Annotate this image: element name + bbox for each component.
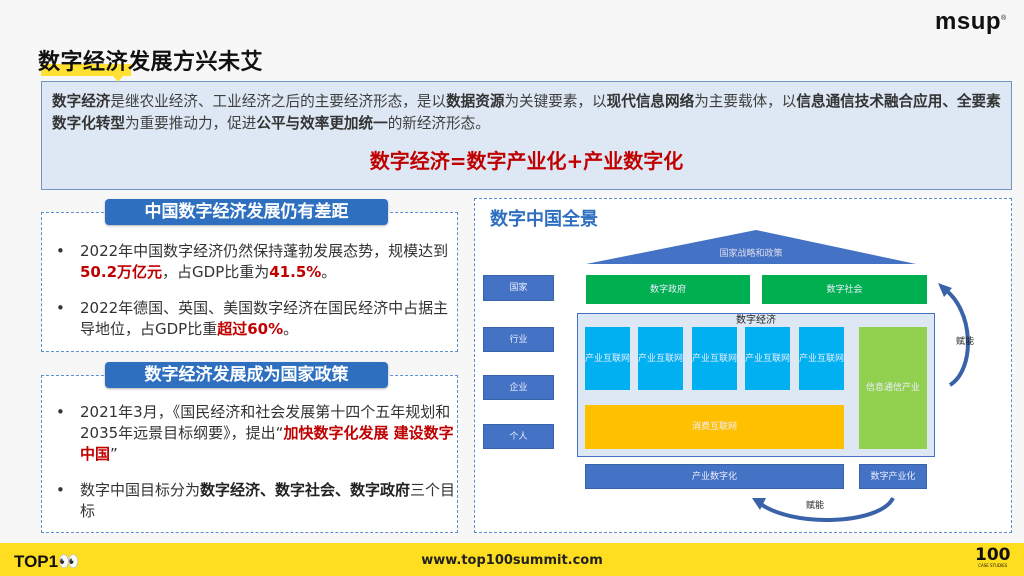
- section2-list: 2021年3月，《国民经济和社会发展第十四个五年规划和2035年远景目标纲要》，…: [42, 376, 457, 522]
- def-seg: 信息通信技术融合应用、全要素数字化转型: [52, 93, 1001, 132]
- title-highlight: [41, 64, 131, 82]
- text: 数字中国目标分为: [80, 481, 201, 499]
- economy-label: 数字经济: [736, 315, 776, 326]
- industrial-internet: 产业互联网: [745, 327, 790, 390]
- logo-text: msup: [935, 8, 1002, 35]
- section1-box: 2022年中国数字经济仍然保持蓬勃发展态势，规模达到 50.2万亿元，占GDP比重…: [41, 212, 458, 352]
- text: 。: [321, 263, 337, 281]
- def-seg: 为重要推动力，促进: [124, 115, 257, 132]
- list-item: 2021年3月，《国民经济和社会发展第十四个五年规划和2035年远景目标纲要》，…: [42, 402, 457, 465]
- def-seg: 数据资源: [446, 93, 505, 110]
- digital-industrialization: 数字产业化: [859, 464, 927, 489]
- def-seg: 数字经济: [52, 93, 111, 110]
- page-title: 数字经济发展方兴未艾: [38, 50, 264, 75]
- roof-shape: [586, 230, 916, 264]
- formula: 数字经济=数字产业化+产业数字化: [369, 149, 684, 173]
- text: 。: [283, 320, 299, 338]
- consumer-internet: 消费互联网: [585, 405, 844, 449]
- badge-sub: CASE STUDIES: [978, 563, 1008, 568]
- text: 2022年德国、英国、美国数字经济在国民经济中占据主导地位，占GDP比重: [80, 299, 449, 338]
- logo-mark: ®: [1001, 15, 1007, 22]
- msup-logo: msup®: [935, 8, 1007, 36]
- highlight: 加快数字化发展 建设数字中国: [80, 424, 454, 463]
- top100-logo: TOP1👀: [14, 552, 79, 572]
- section1-title: 中国数字经济发展仍有差距: [105, 199, 388, 225]
- text: 2022年中国数字经济仍然保持蓬勃发展态势，规模达到: [80, 242, 449, 260]
- arrow-head-icon: [938, 283, 952, 297]
- level-individual: 个人: [483, 424, 554, 449]
- section1-list: 2022年中国数字经济仍然保持蓬勃发展态势，规模达到 50.2万亿元，占GDP比重…: [42, 213, 457, 340]
- brand-text: TOP1: [14, 552, 59, 571]
- digital-government: 数字政府: [586, 275, 750, 304]
- industrial-internet: 产业互联网: [692, 327, 737, 390]
- empower-arrow-right: [941, 286, 970, 387]
- def-seg: 现代信息网络: [606, 93, 695, 110]
- level-industry: 行业: [483, 327, 554, 352]
- eyes-icon: 👀: [58, 552, 80, 571]
- text: ”: [110, 445, 118, 463]
- footer-url[interactable]: www.top100summit.com: [421, 553, 603, 568]
- highlight: 50.2万亿元: [80, 263, 163, 281]
- industrial-internet: 产业互联网: [638, 327, 683, 390]
- arrow-head-icon: [752, 498, 766, 510]
- def-seg: 为主要载体，以: [694, 93, 797, 110]
- def-seg: 的新经济形态。: [387, 115, 490, 132]
- ict-industry: 信息通信产业: [859, 327, 927, 449]
- industrial-internet: 产业互联网: [585, 327, 630, 390]
- section2-box: 2021年3月，《国民经济和社会发展第十四个五年规划和2035年远景目标纲要》，…: [41, 375, 458, 533]
- def-seg: 公平与效率更加统一: [256, 115, 388, 132]
- list-item: 数字中国目标分为数字经济、数字社会、数字政府三个目标: [42, 480, 457, 522]
- level-country: 国家: [483, 275, 554, 301]
- badge-text: 100: [975, 545, 1011, 565]
- def-seg: 是继农业经济、工业经济之后的主要经济形态，是以: [110, 93, 447, 110]
- list-item: 2022年中国数字经济仍然保持蓬勃发展态势，规模达到 50.2万亿元，占GDP比重…: [42, 241, 457, 283]
- industry-digitalization: 产业数字化: [585, 464, 844, 489]
- highlight: 超过60%: [217, 320, 284, 338]
- bold-text: 数字经济、数字社会、数字政府: [200, 481, 411, 499]
- definition-text: 数字经济是继农业经济、工业经济之后的主要经济形态，是以数据资源为关键要素，以现代…: [52, 91, 1002, 135]
- empower-bottom-label: 赋能: [806, 501, 825, 511]
- text: 三个目标: [80, 481, 456, 520]
- section2-title: 数字经济发展成为国家政策: [105, 362, 388, 388]
- empower-right-label: 赋能: [956, 337, 975, 347]
- text: 2021年3月，《国民经济和社会发展第十四个五年规划和2035年远景目标纲要》，…: [80, 403, 451, 442]
- industrial-internet: 产业互联网: [799, 327, 844, 390]
- def-seg: 为关键要素，以: [504, 93, 607, 110]
- level-enterprise: 企业: [483, 375, 554, 400]
- highlight: 41.5%: [269, 263, 322, 281]
- definition-box: 数字经济是继农业经济、工业经济之后的主要经济形态，是以数据资源为关键要素，以现代…: [41, 81, 1012, 190]
- text: ，占GDP比重为: [162, 263, 270, 281]
- empower-arrow-bottom: [756, 496, 895, 522]
- roof-label: 国家战略和政策: [719, 249, 783, 259]
- digital-society: 数字社会: [762, 275, 927, 304]
- diagram-title: 数字中国全景: [490, 209, 598, 230]
- footer-bar: [0, 543, 1024, 576]
- list-item: 2022年德国、英国、美国数字经济在国民经济中占据主导地位，占GDP比重超过60…: [42, 298, 457, 340]
